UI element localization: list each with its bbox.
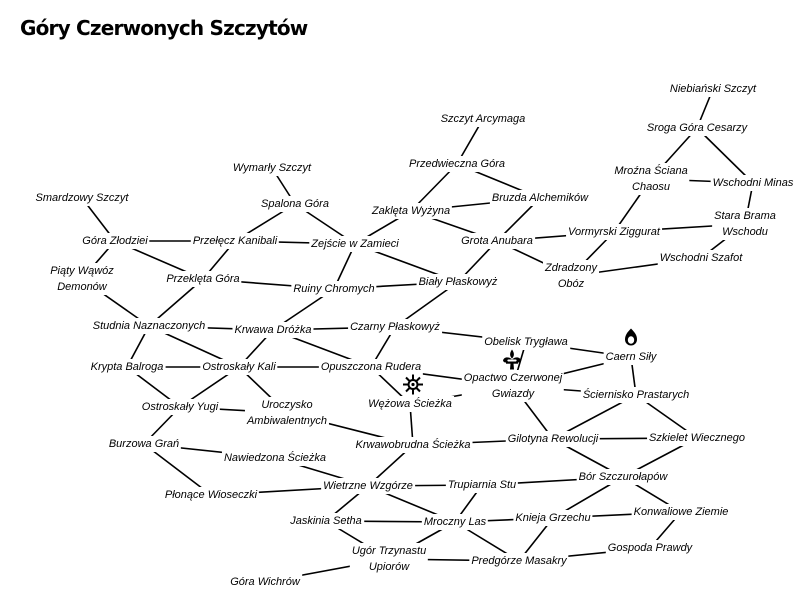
location-gilotyna-rewolucji[interactable]: Gilotyna Rewolucji (505, 431, 601, 447)
route-sroga-gora-cesarzy-to-wschodni-minas (696, 127, 754, 184)
location-gospoda-prawdy[interactable]: Gospoda Prawdy (605, 540, 695, 556)
location-bialy-plaskowyz[interactable]: Biały Płaskowyż (416, 274, 500, 290)
location-plonace-wioseczki[interactable]: Płonące Wioseczki (162, 487, 260, 503)
location-obelisk-tryglawa[interactable]: Obelisk Trygława (482, 334, 570, 350)
location-sciernisko-prastarych[interactable]: Ściernisko Prastarych (580, 387, 692, 403)
location-sroga-gora-cesarzy[interactable]: Sroga Góra Cesarzy (644, 120, 750, 136)
location-bruzda-alchemikow[interactable]: Bruzda Alchemików (489, 190, 591, 206)
location-predgorze-masakry[interactable]: Predgórze Masakry (469, 553, 569, 569)
location-wezowa-sciezka[interactable]: Wężowa Ścieżka (366, 396, 454, 412)
location-gora-zlodziei[interactable]: Góra Złodziei (80, 233, 150, 249)
location-vormyrski-ziggurat[interactable]: Vormyrski Ziggurat (566, 224, 662, 240)
map-title: Góry Czerwonych Szczytów (20, 16, 308, 40)
sun-icon (402, 374, 424, 401)
location-ruiny-chromych[interactable]: Ruiny Chromych (291, 281, 377, 297)
location-wschodni-minas[interactable]: Wschodni Minas (710, 175, 796, 191)
location-wietrzne-wzgorze[interactable]: Wietrzne Wzgórze (321, 478, 415, 494)
location-przelecz-kanibali[interactable]: Przełęcz Kanibali (190, 233, 280, 249)
location-spalona-gora[interactable]: Spalona Góra (259, 196, 331, 212)
location-krypta-balroga[interactable]: Krypta Balroga (88, 359, 166, 375)
location-przekleta-gora[interactable]: Przeklęta Góra (164, 271, 242, 287)
location-grota-anubara[interactable]: Grota Anubara (459, 233, 535, 249)
location-ostroskaly-kali[interactable]: Ostroskały Kali (200, 359, 278, 375)
location-wschodni-szafot[interactable]: Wschodni Szafot (657, 250, 745, 266)
location-krwawa-drozka[interactable]: Krwawa Dróżka (232, 322, 314, 338)
location-czarny-plaskowyz[interactable]: Czarny Płaskowyż (348, 319, 442, 335)
location-konwaliowe-ziemie[interactable]: Konwaliowe Ziemie (631, 504, 731, 520)
location-przedwieczna-gora[interactable]: Przedwieczna Góra (407, 156, 507, 172)
location-trupiarnia-stu[interactable]: Trupiarnia Stu (445, 477, 519, 493)
location-knieja-grzechu[interactable]: Knieja Grzechu (513, 510, 593, 526)
location-studnia-naznaczonych[interactable]: Studnia Naznaczonych (90, 318, 208, 334)
location-bor-szczurolapow[interactable]: Bór Szczurołapów (576, 469, 670, 485)
location-smardzowy-szczyt[interactable]: Smardzowy Szczyt (33, 190, 131, 206)
location-burzowa-gran[interactable]: Burzowa Grań (106, 436, 182, 452)
location-zakleta-wyzyna[interactable]: Zaklęta Wyżyna (369, 203, 453, 219)
fleur-de-lis-icon (501, 349, 523, 376)
location-gora-wichrow[interactable]: Góra Wichrów (228, 574, 302, 590)
location-zejscie-w-zamieci[interactable]: Zejście w Zamieci (309, 236, 401, 252)
location-ostroskaly-yugi[interactable]: Ostroskały Yugi (139, 399, 221, 415)
location-mroczny-las[interactable]: Mroczny Las (421, 514, 489, 530)
location-jaskinia-setha[interactable]: Jaskinia Setha (288, 513, 364, 529)
location-nawiedzona-sciezka[interactable]: Nawiedzona Ścieżka (221, 450, 329, 466)
route-burzowa-gran-to-plonace-wioseczki (143, 443, 212, 496)
location-krwawobrudna-sciezka[interactable]: Krwawobrudna Ścieżka (353, 437, 473, 453)
location-caern-sily[interactable]: Caern Siły (603, 349, 659, 365)
location-szkielet-wiecznego[interactable]: Szkielet Wiecznego (647, 430, 747, 446)
location-opuszczona-rudera[interactable]: Opuszczona Rudera (318, 359, 424, 375)
fire-ring-icon (622, 328, 640, 353)
location-wymarly-szczyt[interactable]: Wymarły Szczyt (230, 160, 314, 176)
location-niebianski-szczyt[interactable]: Niebiański Szczyt (667, 81, 759, 97)
location-szczyt-arcymaga[interactable]: Szczyt Arcymaga (438, 111, 528, 127)
